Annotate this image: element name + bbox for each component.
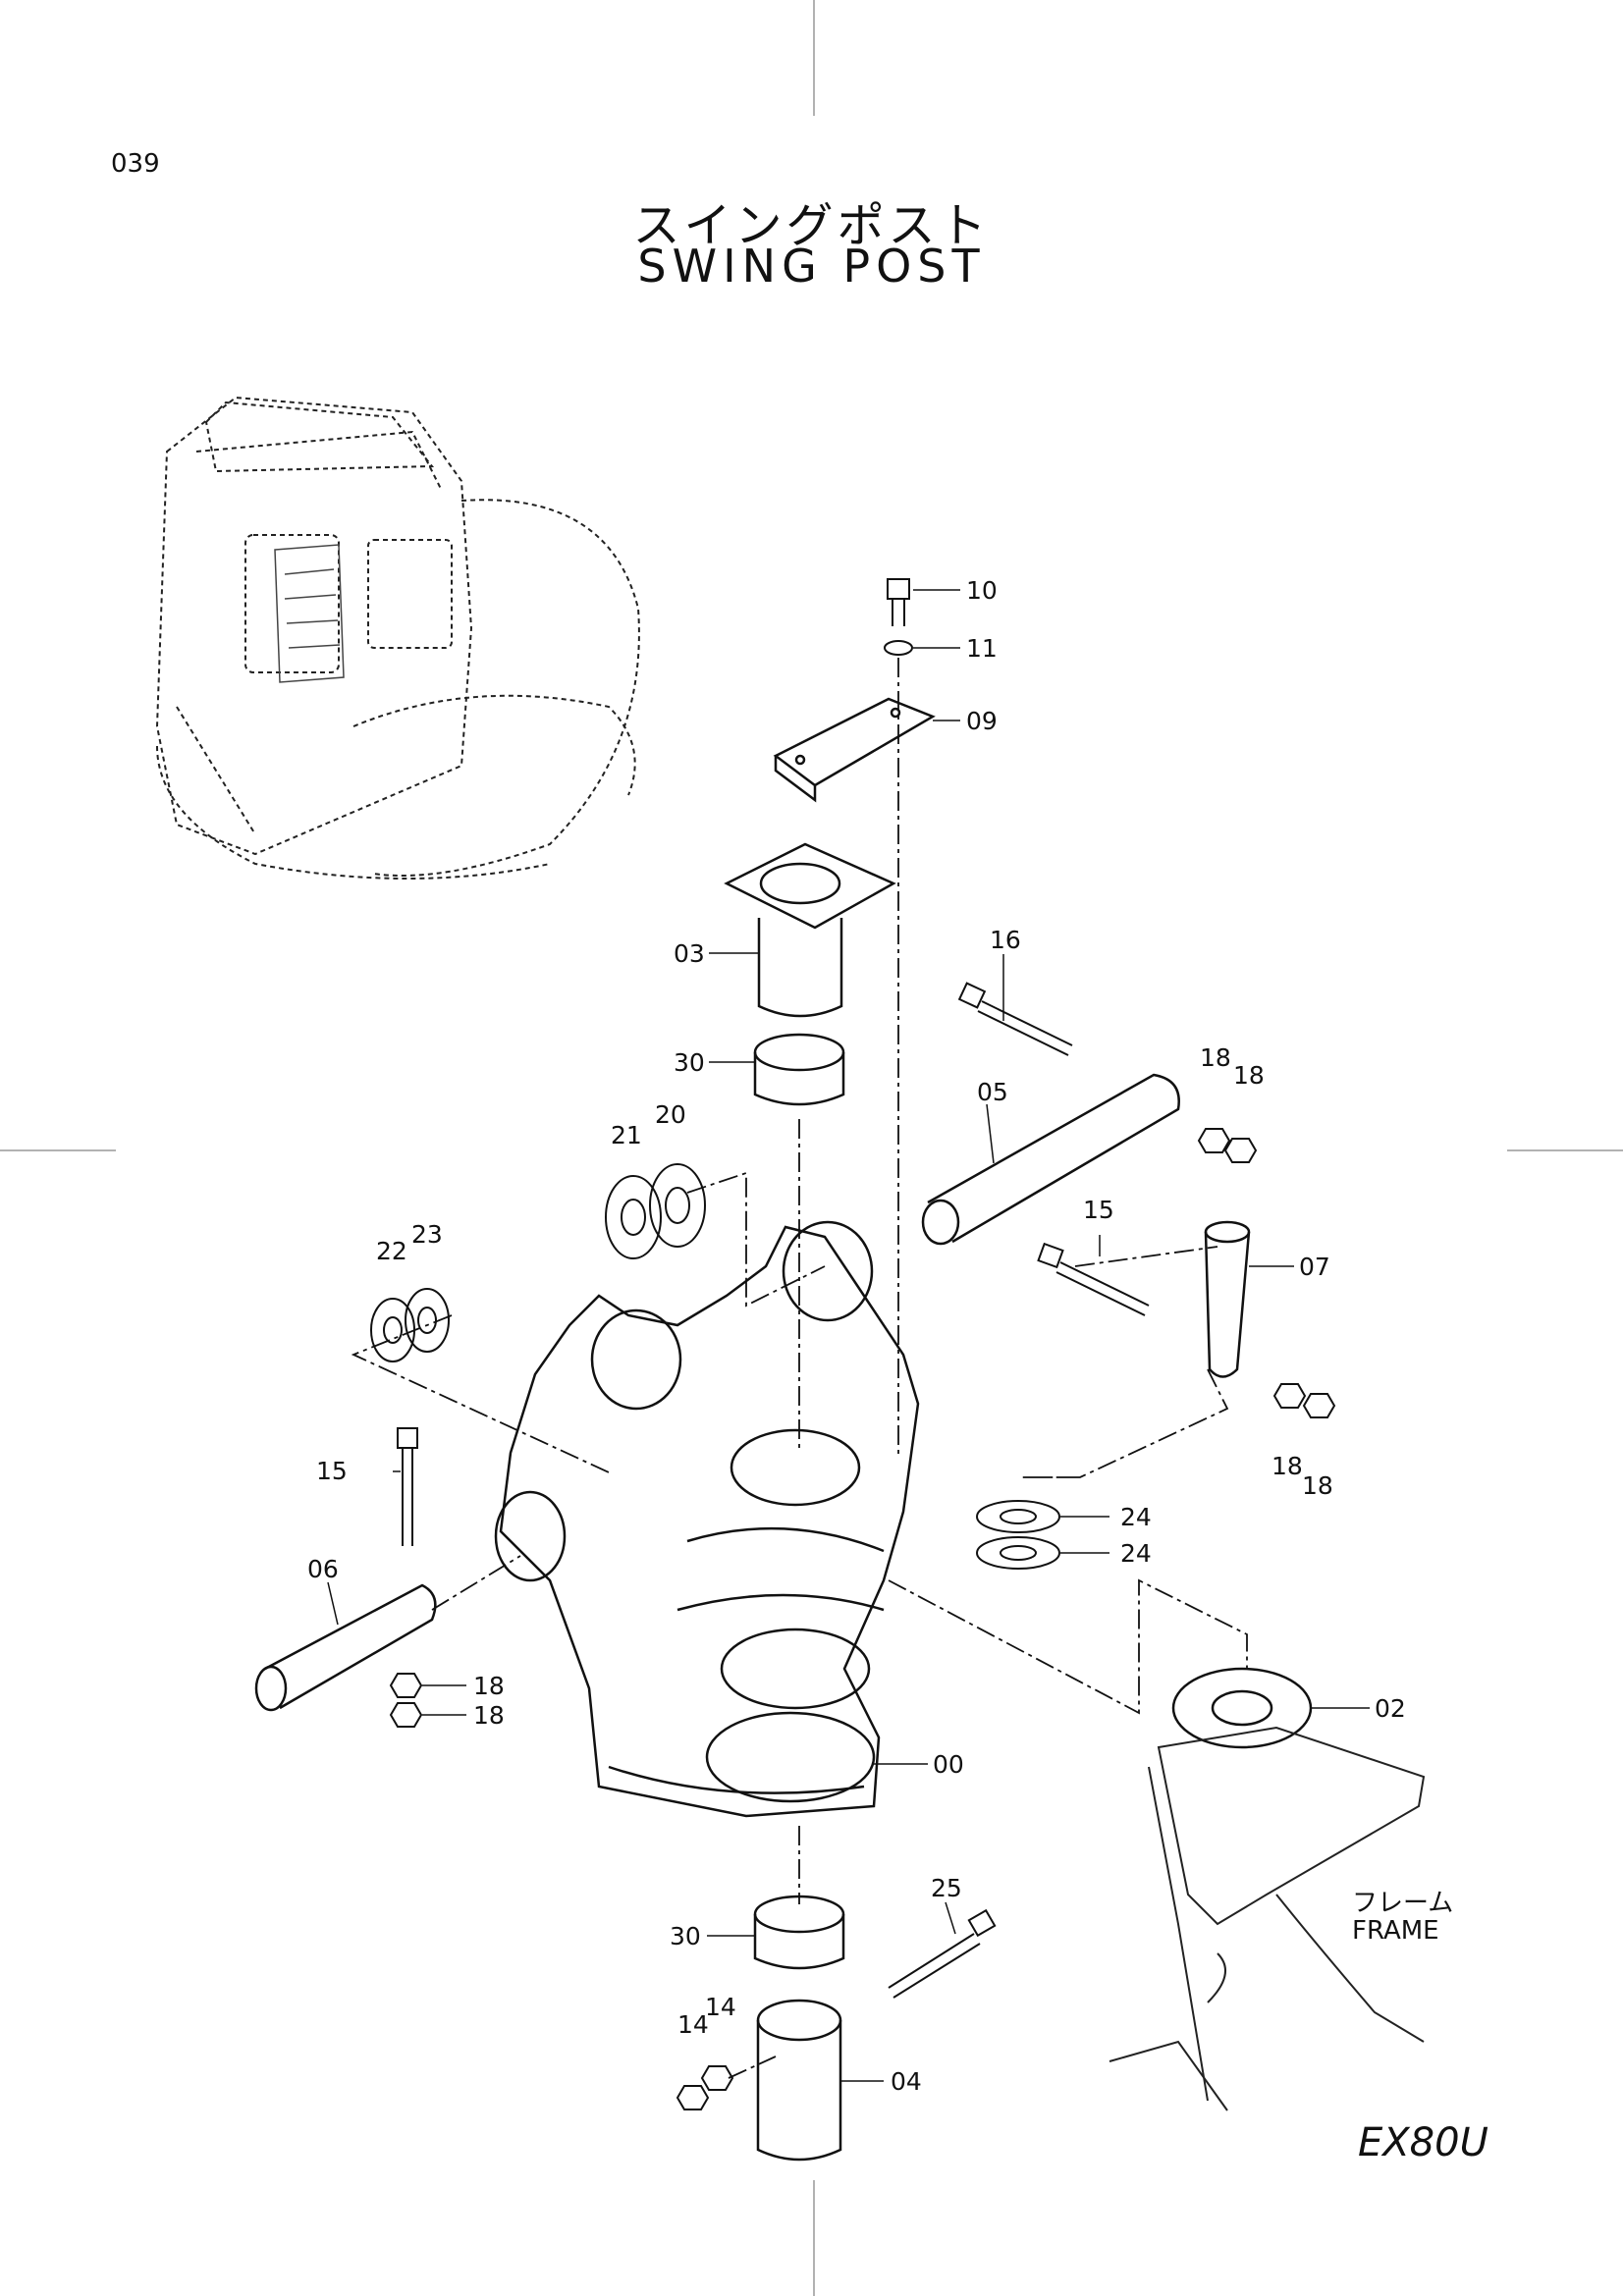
callout-30-lower: 30 (670, 1922, 701, 1950)
callout-15-right: 15 (1083, 1196, 1114, 1224)
page-number: 039 (111, 149, 160, 179)
part-16-bolt (957, 982, 1073, 1056)
frame-label-english: FRAME (1352, 1916, 1439, 1946)
part-15-bolt-vertical (397, 1427, 418, 1546)
part-25-bolt (888, 1908, 997, 1999)
part-21-20-washers (605, 1163, 706, 1259)
part-30-bushing-upper (753, 1033, 845, 1106)
callout-23: 23 (411, 1220, 443, 1249)
page-title-english: SWING POST (637, 240, 986, 293)
part-15-bolt-right (1037, 1242, 1150, 1316)
callout-20: 20 (655, 1100, 686, 1129)
part-30-bushing-lower (753, 1895, 845, 1970)
callout-18-f: 18 (473, 1701, 505, 1730)
excavator-overview-sketch (155, 396, 640, 880)
callout-06: 06 (307, 1555, 339, 1583)
callout-24-b: 24 (1120, 1539, 1152, 1568)
callout-07: 07 (1299, 1253, 1330, 1281)
model-name: EX80U (1358, 2120, 1488, 2165)
callout-16: 16 (990, 926, 1021, 954)
callout-25: 25 (931, 1874, 962, 1902)
callout-09: 09 (966, 707, 998, 735)
part-04-pin (756, 1999, 842, 2162)
part-18-nuts-upper (1197, 1128, 1258, 1163)
part-02-plate (1171, 1667, 1313, 1749)
callout-30-upper: 30 (674, 1048, 705, 1077)
part-14-nuts (676, 2065, 734, 2110)
part-22-23-washers (370, 1288, 450, 1362)
cab-detail-hatch (274, 544, 345, 683)
callout-18-e: 18 (473, 1672, 505, 1700)
callout-22: 22 (376, 1237, 407, 1265)
callout-15-vertical: 15 (316, 1457, 348, 1485)
callout-18-c: 18 (1271, 1452, 1303, 1480)
callout-14-b: 14 (705, 1993, 736, 2021)
part-24-shims (976, 1500, 1060, 1570)
callout-24-a: 24 (1120, 1503, 1152, 1531)
part-18-nuts-right (1272, 1383, 1336, 1418)
part-05-pin (921, 1073, 1180, 1246)
leader-lines (327, 589, 1370, 2082)
part-09-bracket (773, 697, 936, 803)
assembly-center-lines (351, 658, 1248, 2079)
part-number-labels: 10 11 09 03 16 30 18 18 05 21 20 15 07 2… (307, 576, 1406, 2096)
callout-04: 04 (891, 2067, 922, 2096)
callout-18-a: 18 (1200, 1043, 1231, 1072)
swing-post-body (494, 1220, 920, 1818)
callout-00: 00 (933, 1750, 964, 1779)
part-07-pin (1204, 1220, 1251, 1378)
callout-18-d: 18 (1302, 1471, 1333, 1500)
part-10-bolt (887, 578, 910, 626)
callout-14-a: 14 (677, 2010, 709, 2039)
part-06-pin (254, 1583, 437, 1712)
callout-18-b: 18 (1233, 1061, 1265, 1090)
callout-03: 03 (674, 939, 705, 968)
part-11-washer (884, 640, 913, 656)
callout-02: 02 (1375, 1694, 1406, 1723)
callout-05: 05 (977, 1078, 1008, 1106)
callout-11: 11 (966, 634, 998, 663)
part-03-plate-pin (724, 842, 896, 1018)
part-18-nuts-lower (389, 1673, 423, 1728)
frame-sketch (1109, 1726, 1426, 2111)
page-title-japanese: スイングポスト (632, 198, 991, 253)
frame-label-japanese: フレーム (1352, 1889, 1454, 1918)
callout-21: 21 (611, 1121, 642, 1149)
callout-10: 10 (966, 576, 998, 605)
